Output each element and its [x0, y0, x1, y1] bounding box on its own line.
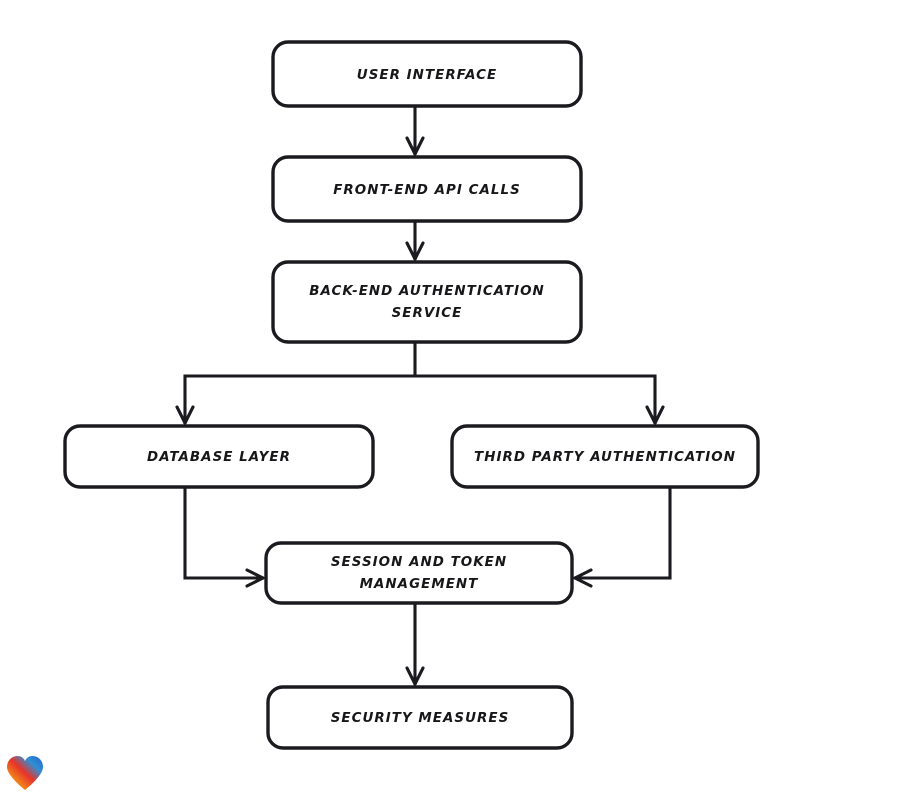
- edge-frontend-to-backend: [405, 221, 425, 261]
- edge-backend-to-third-party: [415, 374, 665, 425]
- node-box[interactable]: [264, 541, 574, 605]
- edge-session-to-security: [405, 603, 425, 686]
- edge-line: [415, 374, 657, 424]
- arrow-head-icon: [573, 568, 593, 588]
- node-session-and-token-management[interactable]: SESSION AND TOKEN MANAGEMENT: [264, 541, 574, 605]
- node-label-line-1: SESSION AND TOKEN: [331, 555, 507, 570]
- node-box[interactable]: [271, 40, 583, 108]
- edge-line: [183, 487, 264, 580]
- arrow-head-icon: [405, 241, 425, 261]
- node-box[interactable]: [271, 260, 583, 344]
- node-box[interactable]: [450, 424, 760, 489]
- node-security-measures[interactable]: SECURITY MEASURES: [266, 685, 574, 750]
- arrow-head-icon: [405, 136, 425, 156]
- node-box[interactable]: [266, 685, 574, 750]
- heart-icon: [7, 756, 43, 790]
- arrow-head-icon: [645, 405, 665, 425]
- node-label: THIRD PARTY AUTHENTICATION: [474, 450, 736, 465]
- node-box[interactable]: [63, 424, 375, 489]
- edge-line: [183, 342, 417, 424]
- node-label: FRONT-END API CALLS: [333, 183, 521, 198]
- node-label: DATABASE LAYER: [147, 450, 291, 465]
- node-frontend-api-calls[interactable]: FRONT-END API CALLS: [271, 155, 583, 223]
- node-label: USER INTERFACE: [357, 68, 497, 83]
- nodes-group: USER INTERFACE FRONT-END API CALLS BACK-…: [63, 40, 760, 750]
- node-label: SECURITY MEASURES: [331, 711, 510, 726]
- edge-line: [574, 487, 672, 580]
- edge-backend-to-database: [175, 342, 417, 425]
- node-label-line-2: MANAGEMENT: [360, 577, 480, 592]
- edge-database-to-session: [183, 487, 265, 588]
- arrow-head-icon: [175, 405, 195, 425]
- arrow-head-icon: [405, 666, 425, 686]
- node-backend-authentication-service[interactable]: BACK-END AUTHENTICATION SERVICE: [271, 260, 583, 344]
- arrow-head-icon: [245, 568, 265, 588]
- node-database-layer[interactable]: DATABASE LAYER: [63, 424, 375, 489]
- node-label-line-1: BACK-END AUTHENTICATION: [309, 284, 545, 299]
- edge-third-party-to-session: [573, 487, 672, 588]
- node-box[interactable]: [271, 155, 583, 223]
- node-third-party-authentication[interactable]: THIRD PARTY AUTHENTICATION: [450, 424, 760, 489]
- node-label-line-2: SERVICE: [392, 306, 463, 321]
- edges-group: [175, 106, 672, 686]
- edge-ui-to-frontend: [405, 106, 425, 156]
- heart-shape: [7, 756, 43, 790]
- node-user-interface[interactable]: USER INTERFACE: [271, 40, 583, 108]
